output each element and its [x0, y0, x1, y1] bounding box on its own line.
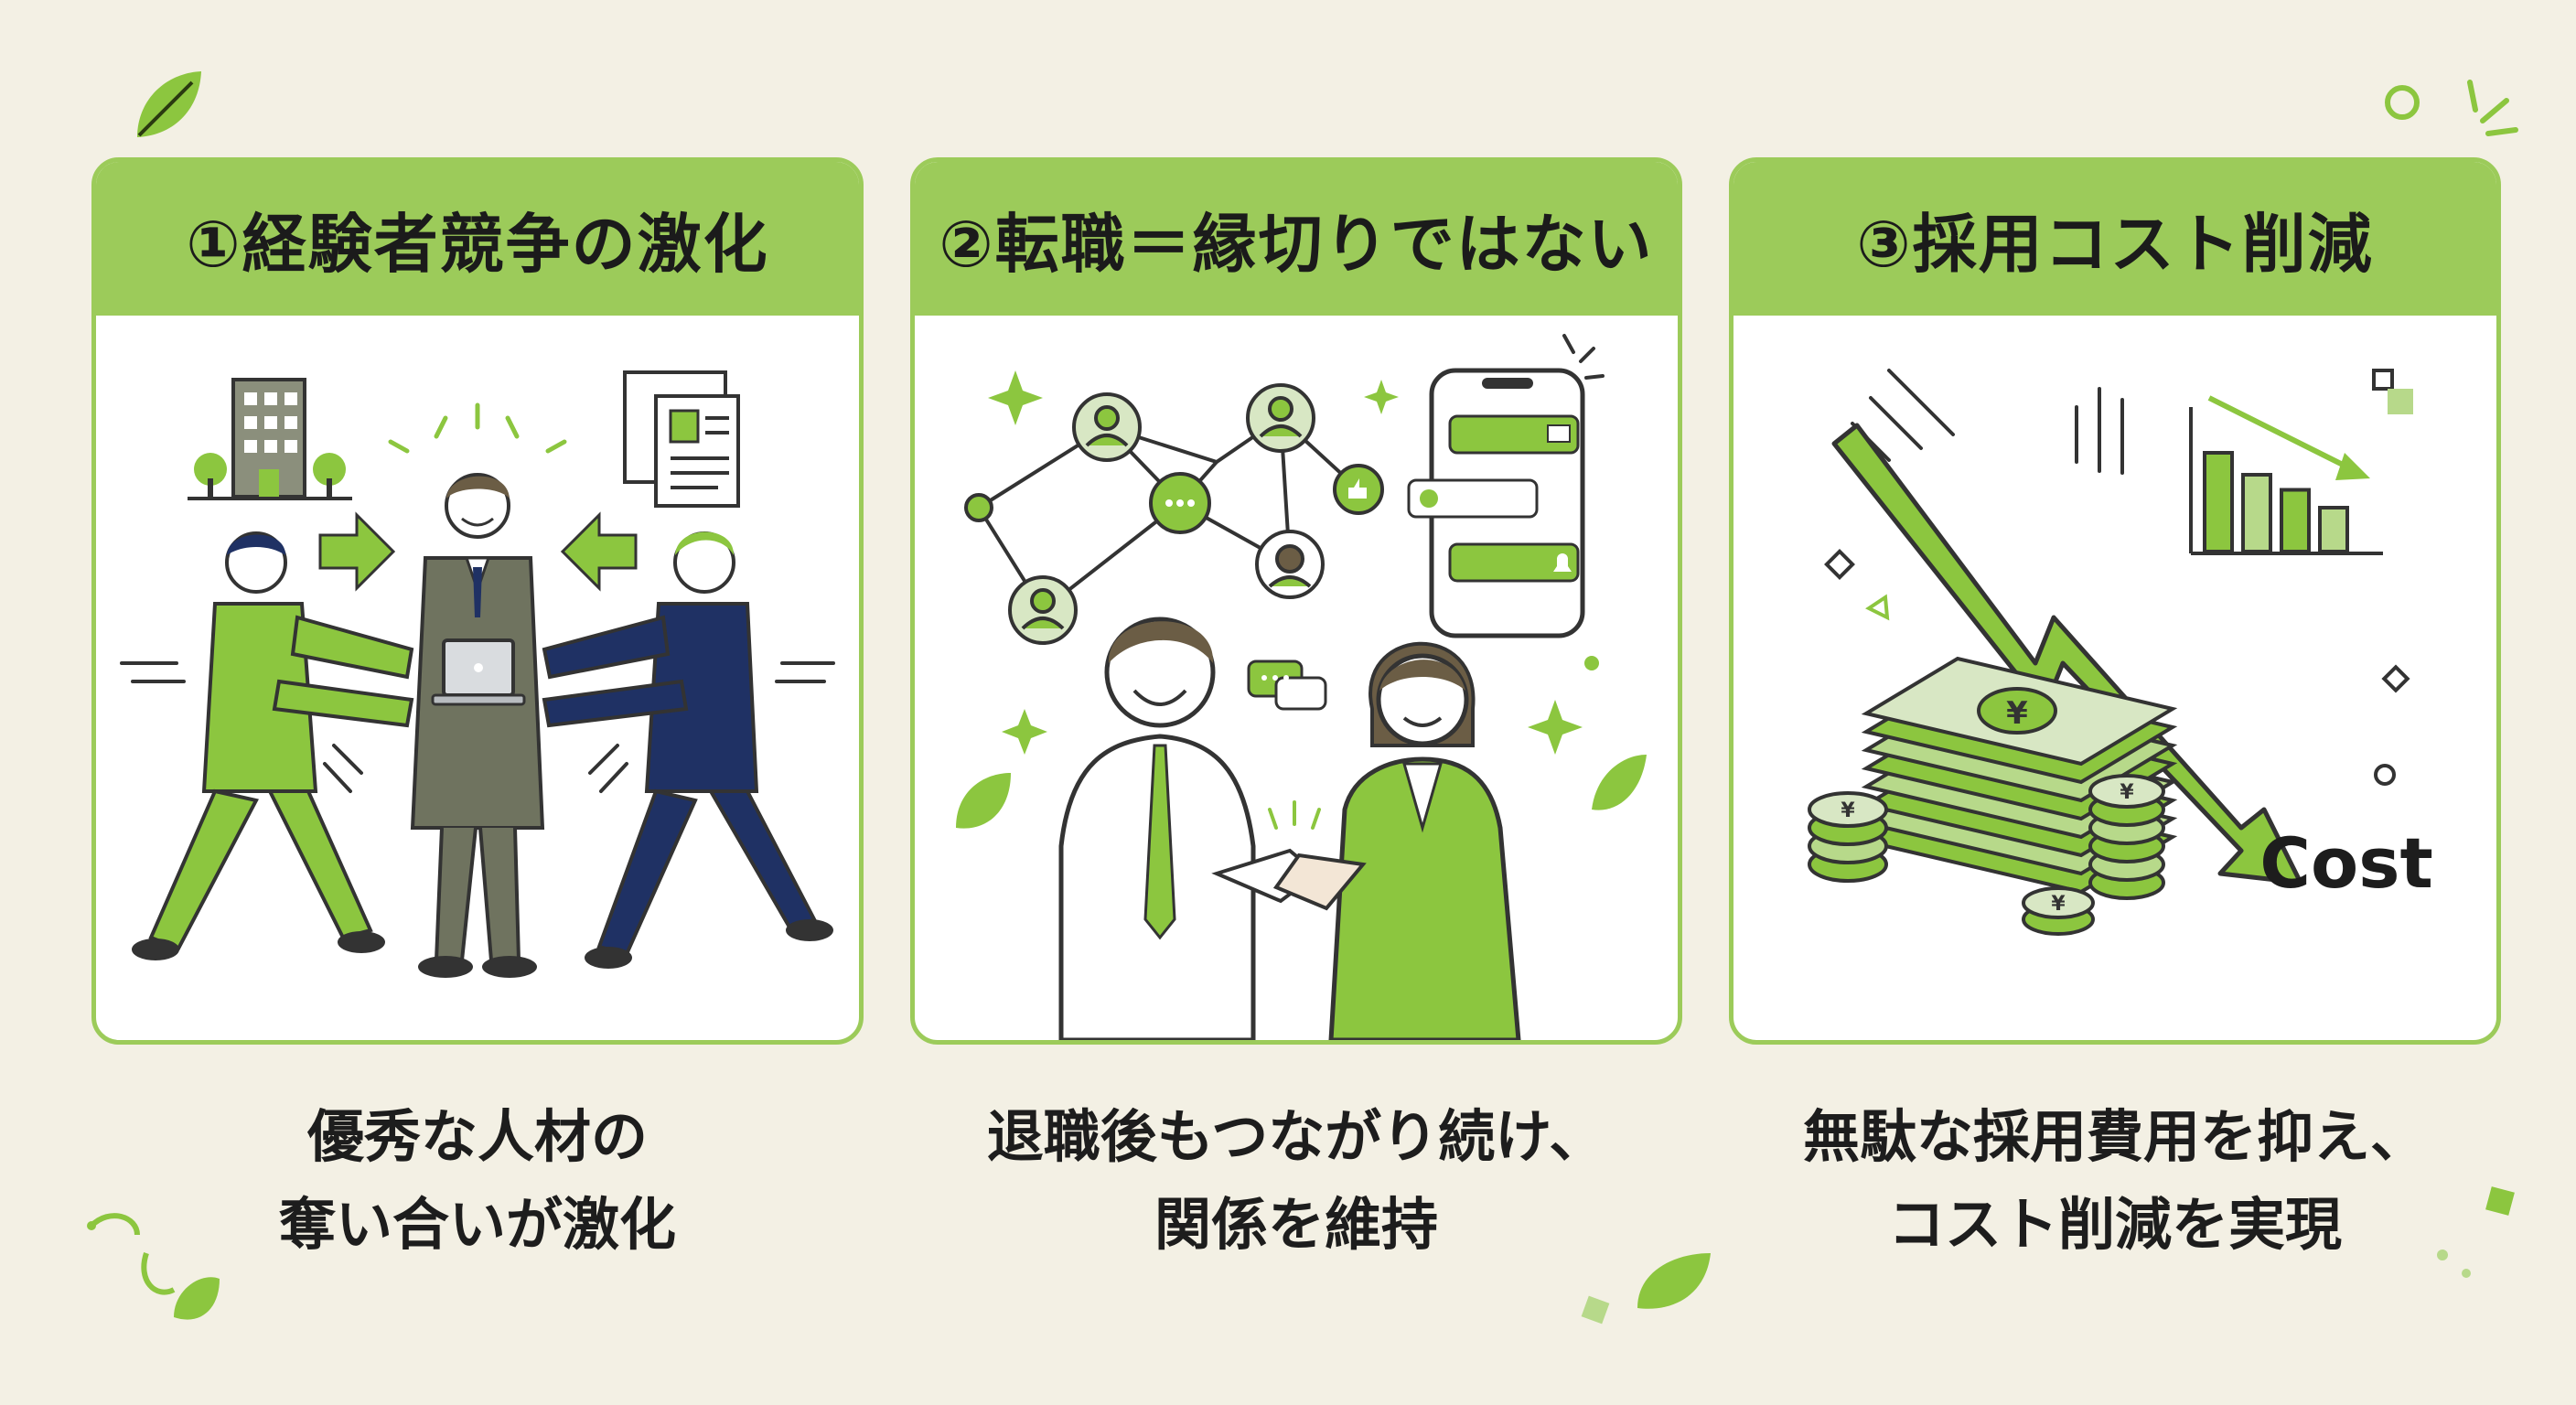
- mail-icon: [1547, 424, 1571, 443]
- cost-label: Cost: [2259, 822, 2433, 904]
- svg-text:¥: ¥: [2051, 893, 2066, 916]
- arrow-left-icon: [560, 511, 638, 592]
- woman-alumna: [1328, 641, 1521, 1040]
- card-illustration: [915, 316, 1678, 1040]
- bar: [2241, 473, 2272, 553]
- bar: [2203, 451, 2234, 553]
- caption-line: 無駄な採用費用を抑え、: [1802, 1103, 2427, 1170]
- svg-text:¥: ¥: [2120, 781, 2134, 804]
- chat-bubble-icon: [1165, 499, 1195, 507]
- cost-reduction-illustration: ¥ ¥ ¥ ¥ Cost: [1808, 369, 2433, 936]
- caption-line: 関係を維持: [1154, 1191, 1438, 1258]
- yen-coin-icon: [1808, 774, 2165, 936]
- arrow-right-icon: [318, 511, 396, 592]
- card-caption: 優秀な人材の 奪い合いが激化: [91, 1093, 864, 1269]
- caption-line: コスト削減を実現: [1887, 1191, 2342, 1258]
- bar-chart-icon: [2189, 395, 2383, 555]
- svg-text:¥: ¥: [2006, 695, 2028, 732]
- card-illustration: [96, 316, 859, 1040]
- bar: [2280, 488, 2311, 553]
- card-caption: 無駄な採用費用を抑え、 コスト削減を実現: [1729, 1093, 2501, 1269]
- left-recruiter: [132, 531, 414, 960]
- caption-line: 奪い合いが激化: [278, 1191, 676, 1258]
- card-caption: 退職後もつながり続け、 関係を維持: [910, 1093, 1682, 1269]
- sprout-icon: [87, 1213, 220, 1320]
- leaf-icon: [956, 773, 1011, 829]
- man-alumnus: [1058, 617, 1256, 1040]
- leaf-icon: [1581, 1253, 1711, 1325]
- svg-text:¥: ¥: [1841, 799, 1855, 822]
- right-recruiter: [542, 531, 833, 969]
- bar: [2318, 506, 2349, 553]
- card-title: ①経験者競争の激化: [96, 162, 859, 316]
- caption-line: 退職後もつながり続け、: [986, 1103, 1606, 1170]
- resume-documents-icon: [623, 370, 740, 508]
- card-title: ③採用コスト削減: [1733, 162, 2496, 316]
- tug-of-war-illustration: [120, 370, 835, 978]
- sparkle-icon: [2385, 80, 2518, 136]
- chat-bubble-icon: [1247, 660, 1327, 711]
- card-cost: ③採用コスト削減: [1729, 157, 2501, 1045]
- caption-line: 優秀な人材の: [306, 1103, 648, 1170]
- card-illustration: ¥ ¥ ¥ ¥ Cost: [1733, 316, 2496, 1040]
- handshake-icon: [1211, 800, 1367, 911]
- network-handshake-illustration: [956, 334, 1647, 1040]
- card-alumni: ②転職＝縁切りではない: [910, 157, 1682, 1045]
- bell-icon: [1553, 553, 1572, 572]
- card-title: ②転職＝縁切りではない: [915, 162, 1678, 316]
- down-trend-arrow-icon: [1831, 423, 2303, 885]
- card-competition: ①経験者競争の激化: [91, 157, 864, 1045]
- smartphone-icon: [1407, 334, 1605, 638]
- office-building-icon: [188, 378, 352, 500]
- leaf-icon: [1592, 755, 1647, 810]
- center-candidate: [410, 473, 545, 978]
- sparkle-icon: [2437, 1186, 2515, 1278]
- thumbs-up-icon: [1348, 478, 1367, 499]
- leaf-icon: [137, 71, 201, 137]
